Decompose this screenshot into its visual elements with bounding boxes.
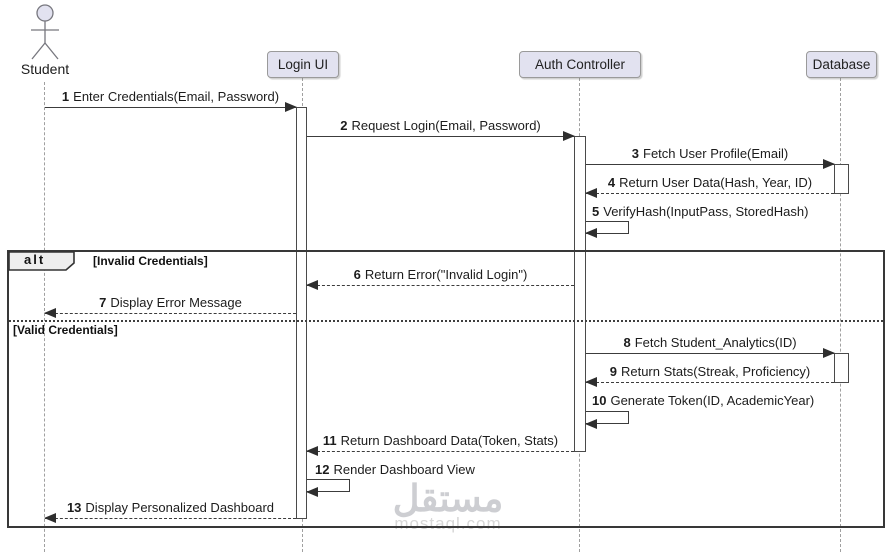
actor-student	[26, 3, 64, 68]
participant-database: Database	[806, 51, 877, 78]
stick-figure-icon	[31, 4, 59, 60]
arrowhead-left-icon	[44, 308, 56, 318]
participant-label: Auth Controller	[534, 57, 626, 72]
watermark-logo: مستقل	[392, 478, 504, 519]
message-line	[307, 136, 574, 137]
self-call-loop	[307, 479, 350, 492]
message-line	[307, 285, 574, 286]
arrowhead-left-icon	[306, 487, 318, 497]
alt-operator-pentagon-icon	[8, 251, 75, 271]
arrowhead-right-icon	[563, 131, 575, 141]
arrowhead-right-icon	[823, 159, 835, 169]
participant-auth-controller: Auth Controller	[519, 51, 641, 78]
activation-auth-controller	[574, 136, 586, 452]
arrowhead-left-icon	[585, 188, 597, 198]
message-line	[45, 107, 296, 108]
activation-database-2	[834, 353, 849, 383]
participant-label-student: Student	[20, 61, 70, 77]
arrowhead-right-icon	[285, 102, 297, 112]
guard-invalid-credentials: [Invalid Credentials]	[93, 254, 208, 268]
message-line	[586, 193, 834, 194]
message-line	[45, 518, 296, 519]
message-line	[586, 164, 834, 165]
arrowhead-left-icon	[306, 280, 318, 290]
participant-label: Login UI	[277, 57, 329, 72]
message-line	[586, 353, 834, 354]
activation-login-ui	[296, 107, 307, 519]
self-call-loop	[586, 221, 629, 234]
watermark: مستقل mostaql.com	[368, 480, 528, 534]
message-line	[45, 313, 296, 314]
arrowhead-left-icon	[585, 228, 597, 238]
self-call-loop	[586, 411, 629, 424]
participant-label: Database	[812, 57, 871, 72]
arrowhead-left-icon	[585, 377, 597, 387]
activation-database-1	[834, 164, 849, 194]
watermark-site: mostaql.com	[394, 514, 502, 533]
alt-divider	[9, 320, 883, 322]
alt-operator-label: alt	[24, 252, 46, 267]
arrowhead-right-icon	[823, 348, 835, 358]
participant-login-ui: Login UI	[267, 51, 339, 78]
guard-valid-credentials: [Valid Credentials]	[13, 323, 118, 337]
arrowhead-left-icon	[44, 513, 56, 523]
lifeline-database	[840, 78, 841, 552]
message-line	[307, 451, 574, 452]
arrowhead-left-icon	[306, 446, 318, 456]
arrowhead-left-icon	[585, 419, 597, 429]
message-line	[586, 382, 834, 383]
